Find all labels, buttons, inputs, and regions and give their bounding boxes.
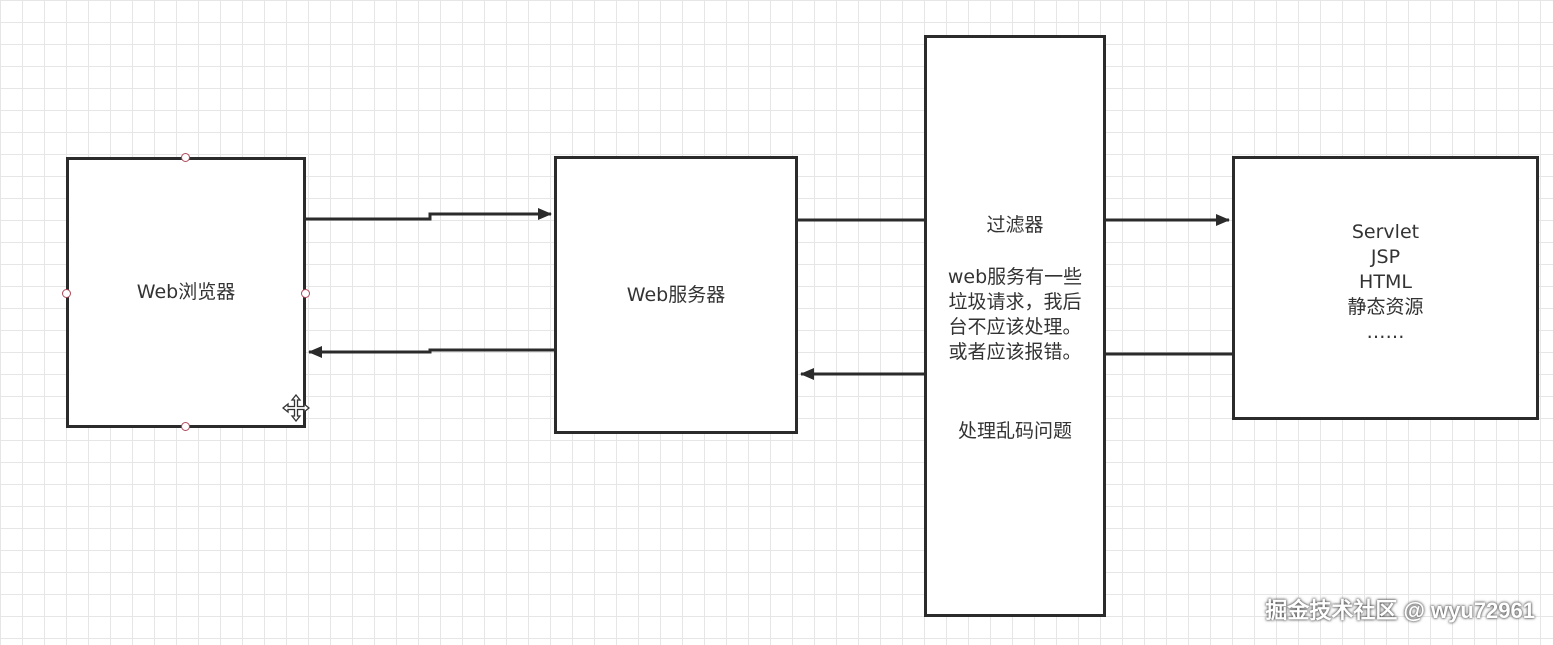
jsp-item: JSP [1370,245,1401,268]
move-cursor-icon [282,394,310,422]
resize-handle-left[interactable] [62,289,71,298]
servlet-item: Servlet [1351,220,1420,243]
web-server-node[interactable]: Web服务器 [554,156,798,434]
arrow-browser-to-server[interactable] [306,208,552,221]
filter-description-line: 垃圾请求，我后 [948,291,1082,313]
filter-description-line: web服务有一些 [947,266,1083,288]
filter-note: 处理乱码问题 [957,420,1072,442]
filter-description: web服务有一些 垃圾请求，我后 台不应该处理。 或者应该报错。 [927,265,1103,365]
html-item: HTML [1359,270,1412,293]
servlet-node[interactable]: Servlet JSP HTML 静态资源 …… [1232,156,1539,420]
web-browser-label: Web浏览器 [136,281,236,303]
web-browser-node[interactable]: Web浏览器 [66,157,306,428]
static-resource-item: 静态资源 [1347,295,1424,318]
filter-node[interactable]: 过滤器 web服务有一些 垃圾请求，我后 台不应该处理。 或者应该报错。 处理乱… [924,35,1106,617]
watermark: 掘金技术社区 @ wyu72961 [1265,598,1535,623]
arrow-server-to-browser[interactable] [308,346,554,358]
servlet-resource-list: Servlet JSP HTML 静态资源 …… [1347,220,1423,345]
resize-handle-top[interactable] [181,153,190,162]
filter-description-line: 或者应该报错。 [948,341,1082,363]
filter-description-line: 台不应该处理。 [948,316,1082,338]
ellipsis-item: …… [1366,320,1405,343]
resize-handle-bottom[interactable] [181,422,190,431]
resize-handle-right[interactable] [301,289,310,298]
filter-title: 过滤器 [986,214,1044,236]
web-server-label: Web服务器 [626,283,726,306]
